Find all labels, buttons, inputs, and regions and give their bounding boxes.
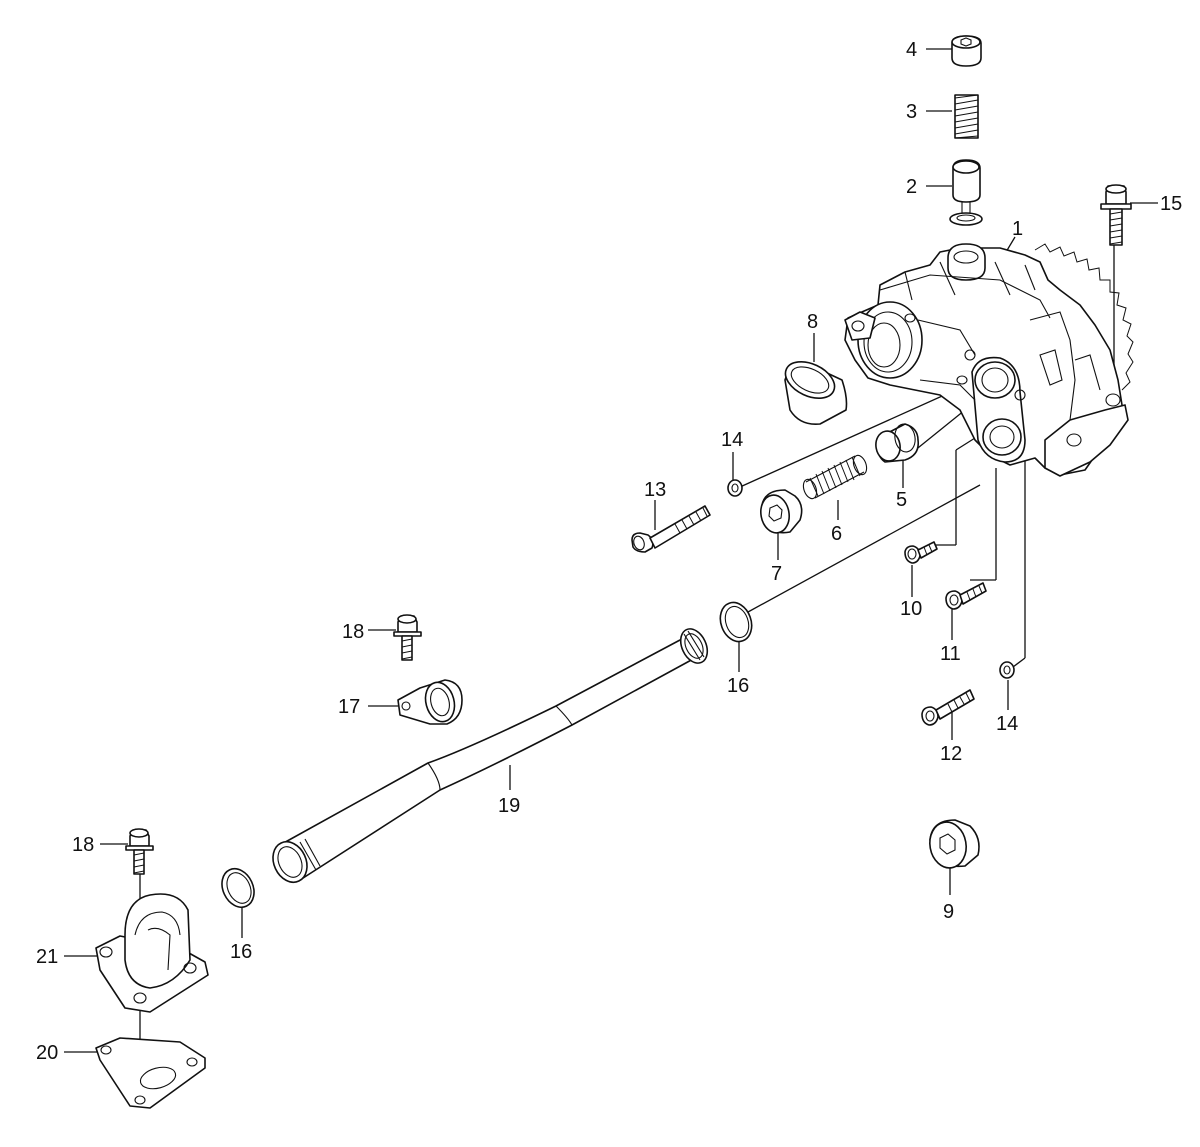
- label-part-21: 21: [36, 946, 58, 968]
- label-part-14-upper: 14: [721, 429, 743, 451]
- label-part-1: 1: [1012, 218, 1023, 240]
- part-20-gasket: [95, 1037, 206, 1109]
- label-part-5: 5: [896, 489, 907, 511]
- part-18-bolt-lower: [125, 828, 154, 875]
- label-part-13: 13: [644, 479, 666, 501]
- part-11-screw: [945, 582, 987, 610]
- part-2-valve-piston: [949, 159, 983, 226]
- label-part-20: 20: [36, 1042, 58, 1064]
- part-8-sleeve: [784, 361, 848, 426]
- label-part-6: 6: [831, 523, 842, 545]
- part-7-hex-plug: [760, 489, 803, 534]
- label-part-18-lower: 18: [72, 834, 94, 856]
- label-part-16-lower: 16: [230, 941, 252, 963]
- label-part-17: 17: [338, 696, 360, 718]
- label-part-3: 3: [906, 101, 917, 123]
- part-12-screw: [921, 689, 975, 726]
- part-15-bolt: [1100, 184, 1132, 246]
- label-part-11: 11: [940, 643, 961, 665]
- part-5-piston: [875, 423, 920, 463]
- part-16-o-ring-upper: [719, 601, 753, 643]
- part-21-pickup-flange: [95, 893, 209, 1013]
- part-6-spring: [802, 454, 868, 500]
- part-9-large-hex-plug: [929, 819, 980, 869]
- label-part-10: 10: [900, 598, 922, 620]
- label-part-4: 4: [906, 39, 917, 61]
- part-number-labels: 4 3 2 1 15 8 14 13 5 6 7 10 11 12 14 9 1…: [36, 39, 1182, 1064]
- label-part-19: 19: [498, 795, 520, 817]
- part-10-screw: [904, 541, 938, 564]
- label-part-15: 15: [1160, 193, 1182, 215]
- label-part-16-upper: 16: [727, 675, 749, 697]
- label-part-18-upper: 18: [342, 621, 364, 643]
- part-17-clamp-bracket: [397, 679, 463, 725]
- label-part-12: 12: [940, 743, 962, 765]
- leader-lines: [64, 48, 1158, 1100]
- part-19-suction-pipe: [272, 628, 709, 883]
- label-part-9: 9: [943, 901, 954, 923]
- part-14-washer-lower: [999, 661, 1015, 679]
- label-part-14-lower: 14: [996, 713, 1018, 735]
- label-part-7: 7: [771, 563, 782, 585]
- part-4-plug: [951, 35, 982, 67]
- label-part-2: 2: [906, 176, 917, 198]
- label-part-8: 8: [807, 311, 818, 333]
- part-14-washer-upper: [727, 479, 743, 497]
- part-3-spring: [954, 94, 979, 139]
- part-13-bolt: [631, 505, 711, 553]
- part-18-bolt-upper: [393, 614, 422, 661]
- part-1-oil-pump-housing: [844, 243, 1134, 477]
- part-16-o-ring-lower: [221, 867, 255, 909]
